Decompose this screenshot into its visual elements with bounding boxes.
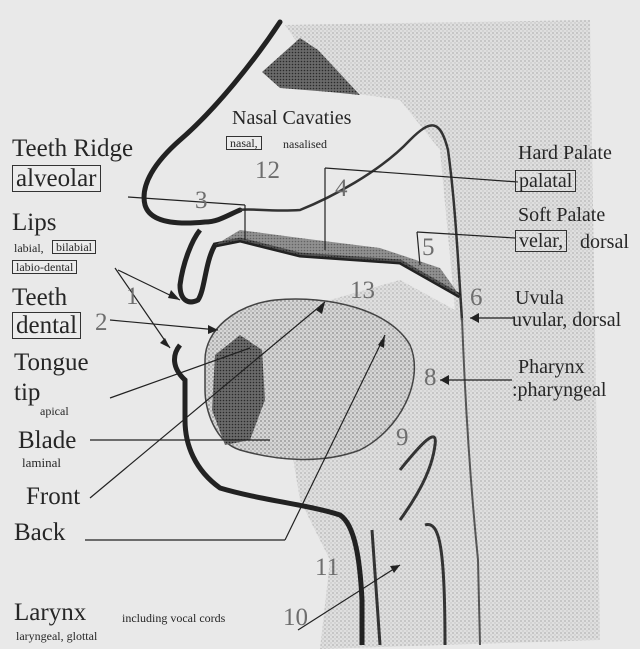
dental-box: dental	[12, 312, 81, 339]
lips-label: Lips	[12, 210, 56, 235]
arrow-labiodental	[160, 338, 170, 348]
number-11: 11	[315, 555, 339, 580]
back-label: Back	[14, 520, 65, 545]
number-5: 5	[422, 235, 435, 260]
number-9: 9	[396, 425, 409, 450]
number-3: 3	[195, 188, 208, 213]
number-8: 8	[424, 365, 437, 390]
nasal-box: nasal,	[226, 136, 262, 150]
number-4: 4	[335, 176, 348, 201]
leader-labiodental	[115, 268, 170, 348]
hard-palate-label: Hard Palate	[518, 143, 612, 163]
alveolar-box: alveolar	[12, 165, 101, 192]
laryngeal-label: laryngeal, glottal	[16, 630, 97, 642]
bilabial-box: bilabial	[52, 240, 96, 254]
teeth-ridge-label: Teeth Ridge	[12, 136, 133, 161]
labio-dental-box: labio-dental	[12, 260, 77, 274]
number-2: 2	[95, 310, 108, 335]
velar-box: velar,	[515, 230, 567, 252]
nasalised-label: nasalised	[283, 138, 327, 150]
palatal-box: palatal	[515, 170, 576, 192]
leader-velar-drop	[417, 232, 420, 265]
tongue-label: Tongue	[14, 350, 89, 375]
number-10: 10	[283, 605, 308, 630]
pharyngeal-label: :pharyngeal	[512, 380, 606, 400]
blade-label: Blade	[18, 428, 76, 453]
apical-label: apical	[40, 405, 69, 417]
larynx-label: Larynx	[14, 600, 86, 625]
pharynx-label: Pharynx	[518, 357, 585, 377]
number-6: 6	[470, 285, 483, 310]
labial-label: labial,	[14, 242, 44, 254]
soft-palate-label: Soft Palate	[518, 205, 605, 225]
uvula-label: Uvula	[515, 288, 564, 308]
number-13: 13	[350, 278, 375, 303]
front-label: Front	[26, 484, 80, 509]
uvular-label: uvular, dorsal	[512, 310, 621, 330]
number-12: 12	[255, 158, 280, 183]
vocal-cords-label: including vocal cords	[122, 612, 225, 624]
nasal-cavaties-label: Nasal Cavaties	[232, 108, 351, 128]
tip-label: tip	[14, 380, 40, 405]
laminal-label: laminal	[22, 456, 61, 469]
number-1: 1	[126, 284, 139, 309]
teeth-label: Teeth	[12, 285, 67, 310]
leader-dental	[110, 320, 218, 330]
dorsal-label: dorsal	[580, 232, 629, 252]
